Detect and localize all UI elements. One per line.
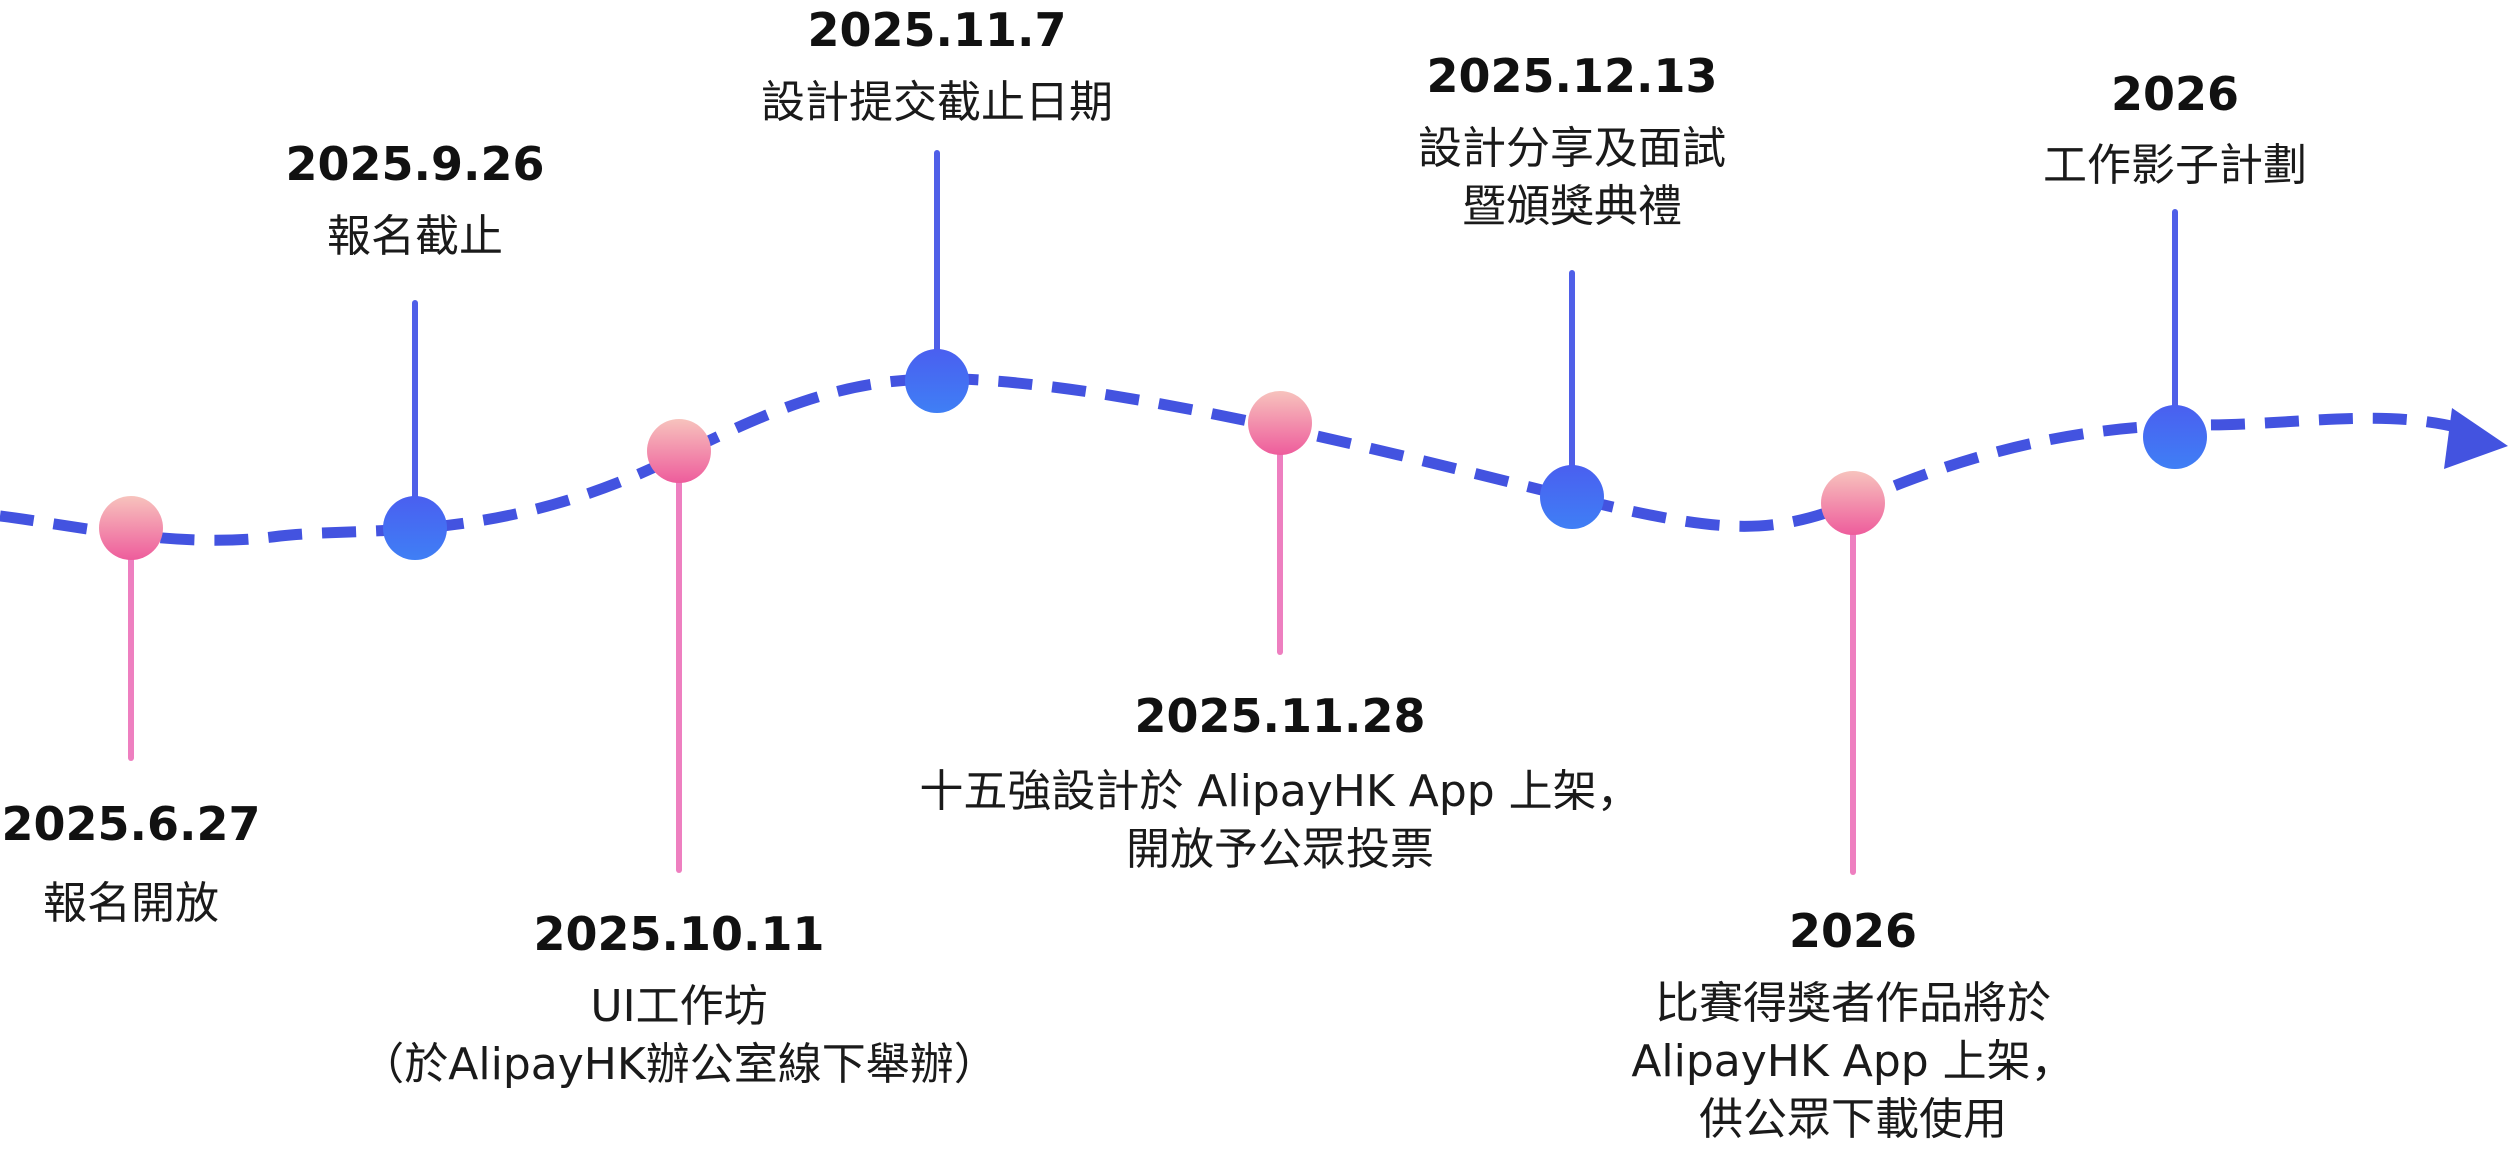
milestone-description: 供公眾下載使用: [1699, 1094, 2007, 1145]
milestone-description: 比賽得獎者作品將於: [1655, 978, 2051, 1029]
milestone-description: 報名截止: [327, 211, 503, 262]
milestone-node: [905, 349, 969, 413]
milestone-description: （於AlipayHK辦公室線下舉辦）: [360, 1039, 997, 1090]
milestone-date: 2025.12.13: [1426, 49, 1717, 103]
milestone-node: [647, 419, 711, 483]
milestone-description: 工作影子計劃: [2043, 140, 2307, 191]
milestone-description: 報名開放: [43, 878, 219, 929]
milestone-description: 設計分享及面試: [1418, 123, 1726, 174]
milestone-node: [383, 496, 447, 560]
milestone-node: [99, 496, 163, 560]
milestone-date: 2025.9.26: [286, 137, 545, 191]
timeline-arrow-head: [2444, 408, 2508, 469]
milestone-description: 設計提交截止日期: [761, 77, 1113, 128]
milestone-description: 開放予公眾投票: [1126, 824, 1434, 875]
milestone-node: [1540, 465, 1604, 529]
milestone-description: 十五強設計於 AlipayHK App 上架，: [919, 766, 1640, 817]
milestone-date: 2026: [2111, 67, 2239, 121]
milestone-description: UI工作坊: [590, 981, 767, 1032]
milestone-date: 2025.10.11: [533, 907, 824, 961]
milestone-date: 2025.6.27: [2, 797, 261, 851]
milestone-date: 2026: [1789, 904, 1917, 958]
milestone-node: [1821, 471, 1885, 535]
milestone: 2025.11.7 設計提交截止日期: [761, 3, 1113, 413]
milestone-node: [2143, 405, 2207, 469]
milestone-date: 2025.11.28: [1134, 689, 1425, 743]
milestone-date: 2025.11.7: [808, 3, 1067, 57]
milestone: 2026 比賽得獎者作品將於 AlipayHK App 上架， 供公眾下載使用: [1631, 471, 2075, 1145]
milestone: 2026 工作影子計劃: [2043, 67, 2307, 469]
milestone-node: [1248, 391, 1312, 455]
milestone-description: AlipayHK App 上架，: [1631, 1036, 2074, 1087]
milestone: 2025.9.26 報名截止: [286, 137, 545, 560]
timeline-path: [0, 373, 2462, 546]
milestone: 2025.6.27 報名開放: [2, 496, 261, 929]
milestone: 2025.11.28 十五強設計於 AlipayHK App 上架， 開放予公眾投票: [919, 391, 1641, 875]
milestone-description: 暨頒獎典禮: [1462, 181, 1682, 232]
